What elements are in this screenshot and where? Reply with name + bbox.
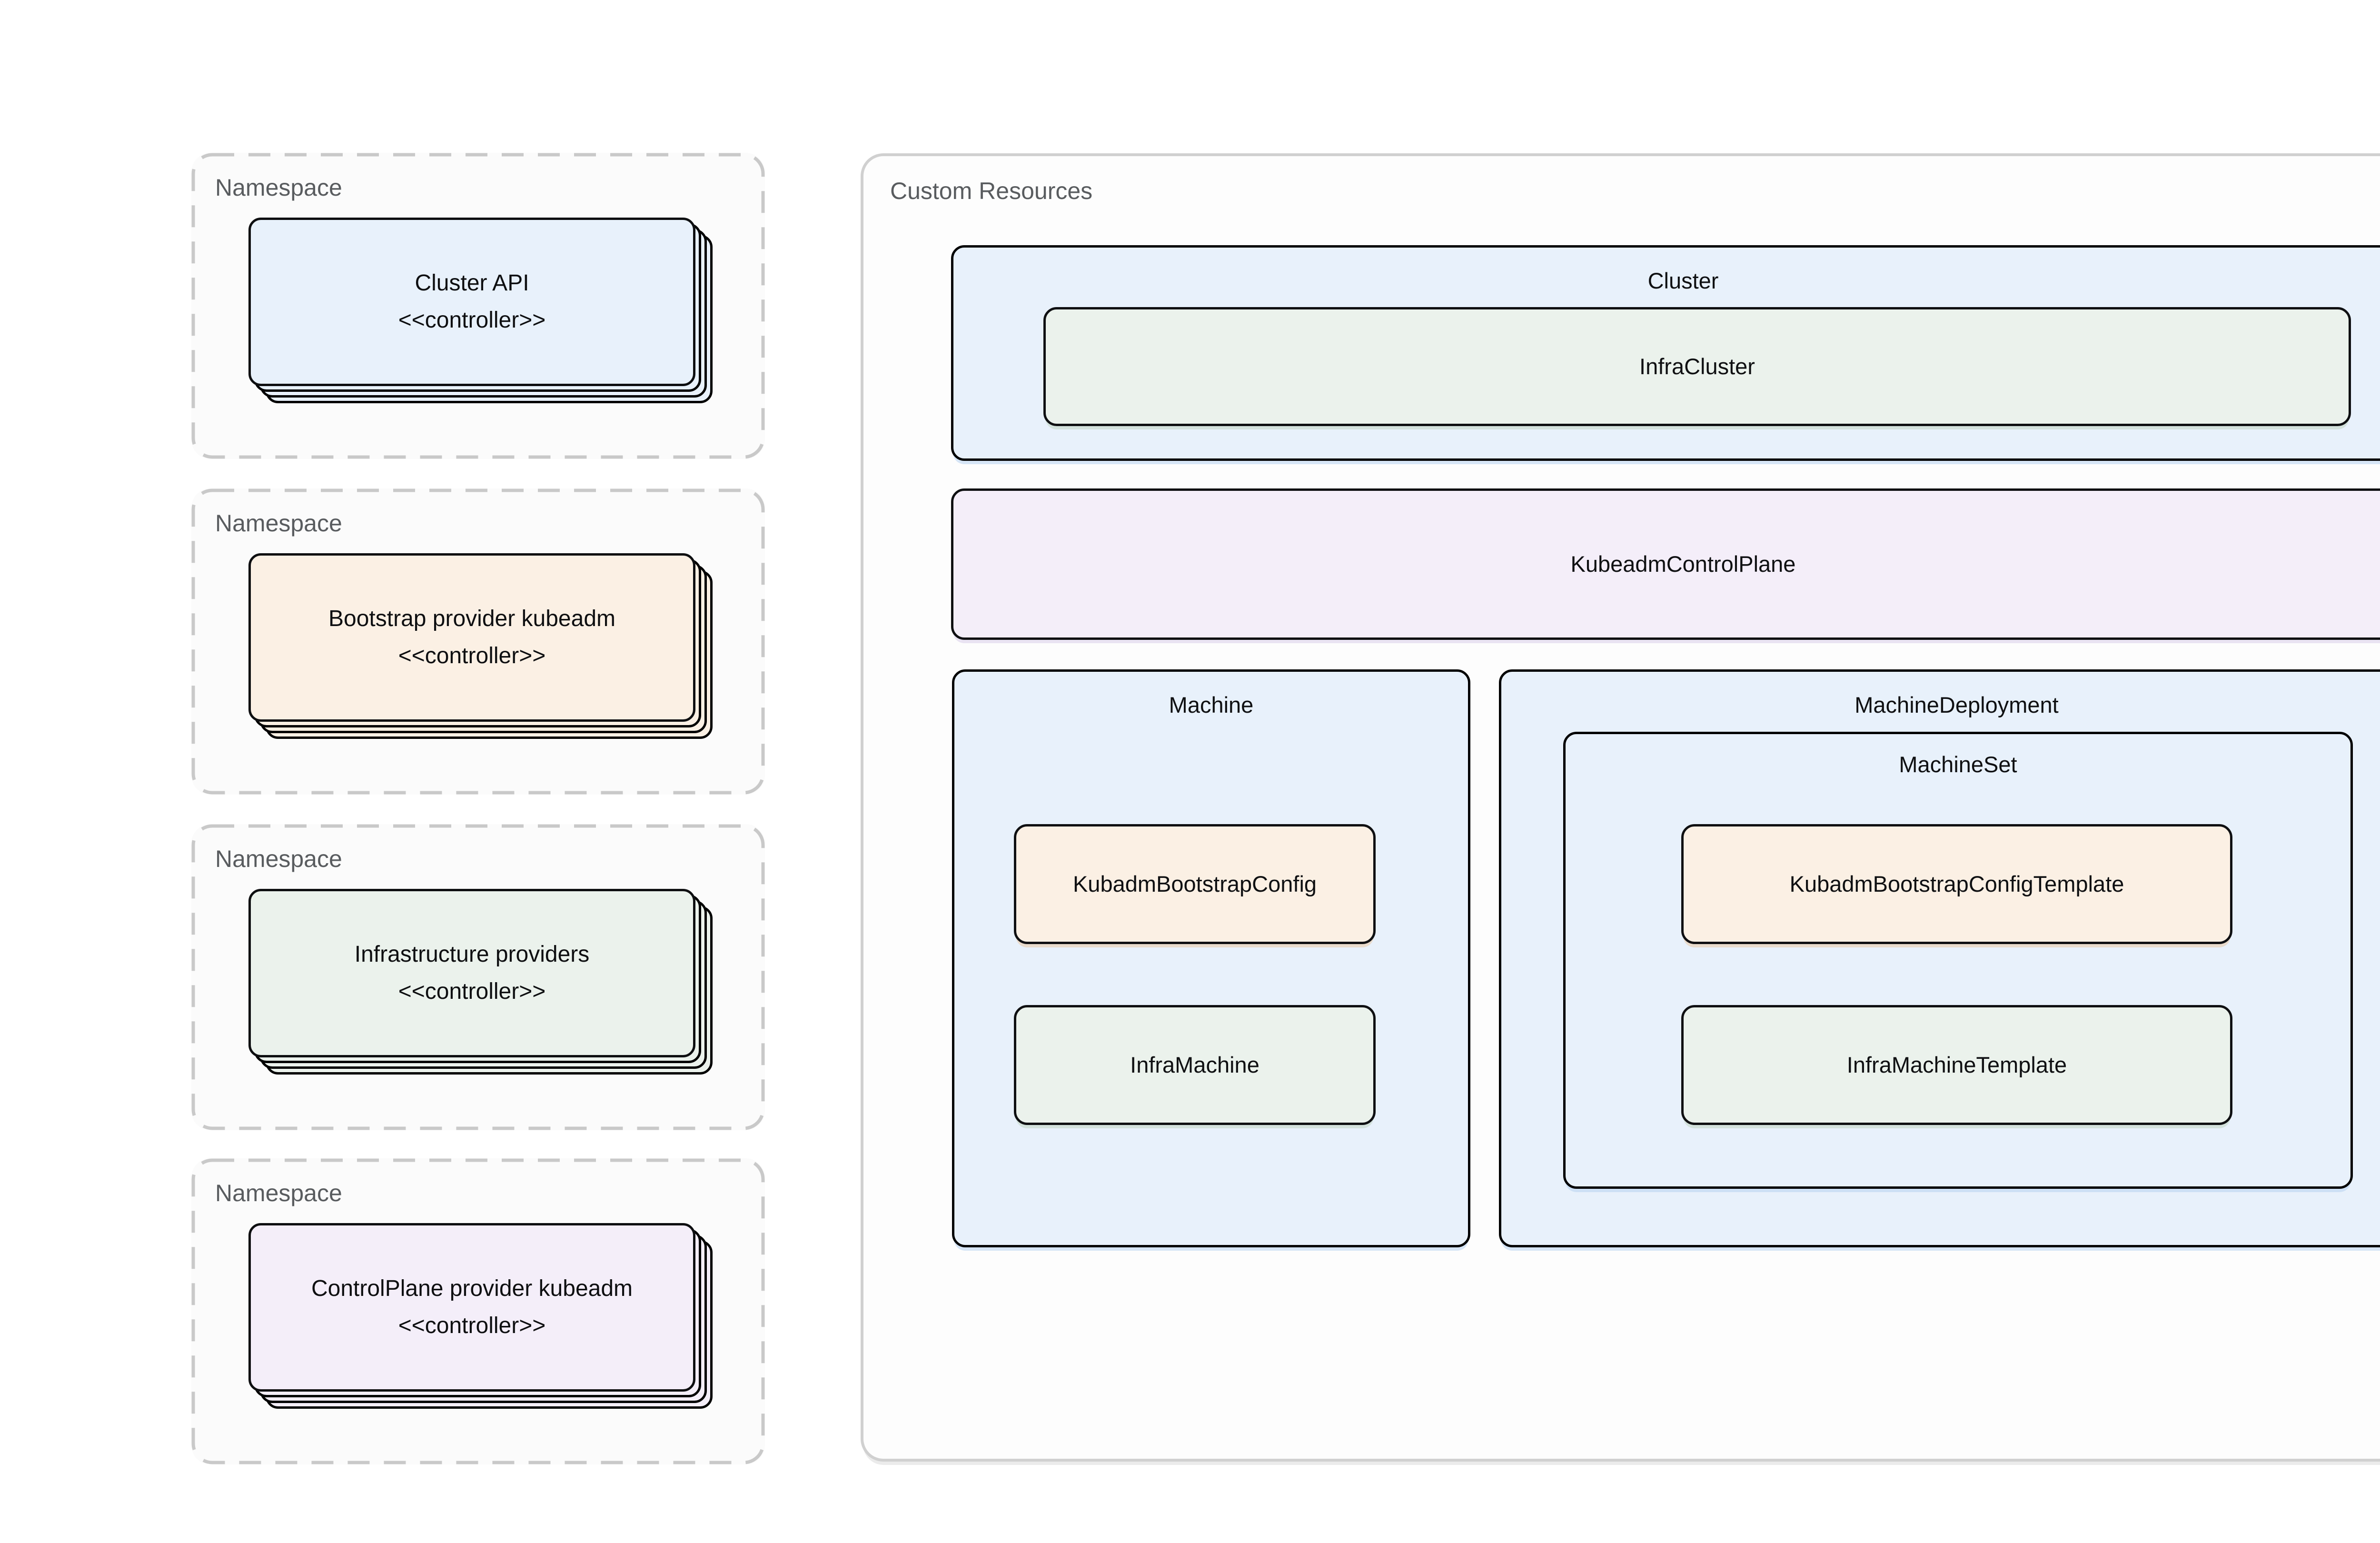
controller-card-title: Infrastructure providers — [354, 942, 590, 967]
infra-machine-template-label: InfraMachineTemplate — [1846, 1052, 2067, 1077]
infra-cluster-label: InfraCluster — [1639, 354, 1755, 379]
controller-card-title: Bootstrap provider kubeadm — [328, 606, 615, 631]
controller-card-stereotype: <<controller>> — [398, 643, 546, 668]
dashed-border — [191, 1158, 765, 1464]
machine-title: Machine — [1169, 692, 1254, 717]
controller-card-title: ControlPlane provider kubeadm — [311, 1276, 633, 1301]
infra-cluster-box: InfraCluster — [1043, 307, 2351, 426]
infra-machine-box: InfraMachine — [1014, 1005, 1376, 1125]
controller-card-stereotype: <<controller>> — [398, 979, 546, 1004]
infra-machine-label: InfraMachine — [1130, 1052, 1259, 1077]
controller-card: Cluster API <<controller>> — [248, 218, 695, 386]
custom-resources-panel: Custom Resources Cluster InfraCluster Ku… — [861, 153, 2380, 1462]
controller-card: ControlPlane provider kubeadm <<controll… — [248, 1223, 695, 1392]
custom-resources-label: Custom Resources — [890, 178, 1093, 204]
namespace-box-controlplane-provider: Namespace ControlPlane provider kubeadm … — [191, 1158, 765, 1464]
kubadm-bootstrap-config-template-box: KubadmBootstrapConfigTemplate — [1681, 824, 2232, 944]
machine-box: Machine KubadmBootstrapConfig InfraMachi… — [952, 669, 1470, 1247]
dashed-border — [191, 488, 765, 795]
controller-card-stack: Cluster API <<controller>> — [248, 218, 713, 403]
controller-card-stereotype: <<controller>> — [398, 1313, 546, 1338]
namespace-label: Namespace — [215, 846, 342, 872]
kubadm-bootstrap-config-box: KubadmBootstrapConfig — [1014, 824, 1376, 944]
namespace-label: Namespace — [215, 1180, 342, 1206]
namespace-box-bootstrap-provider: Namespace Bootstrap provider kubeadm <<c… — [191, 488, 765, 795]
machine-deployment-box: MachineDeployment MachineSet KubadmBoots… — [1499, 669, 2380, 1247]
controller-card: Infrastructure providers <<controller>> — [248, 889, 695, 1057]
namespace-label: Namespace — [215, 174, 342, 201]
cluster-title: Cluster — [1647, 268, 1719, 293]
controller-card-stereotype: <<controller>> — [398, 308, 546, 333]
controller-card: Bootstrap provider kubeadm <<controller>… — [248, 553, 695, 722]
kubeadm-control-plane-box: KubeadmControlPlane — [951, 488, 2380, 640]
dashed-border — [191, 153, 765, 459]
namespace-box-cluster-api: Namespace Cluster API <<controller>> — [191, 153, 765, 459]
controller-card-stack: Infrastructure providers <<controller>> — [248, 889, 713, 1075]
controller-card-stack: ControlPlane provider kubeadm <<controll… — [248, 1223, 713, 1409]
dashed-border — [191, 824, 765, 1130]
machine-deployment-title: MachineDeployment — [1854, 692, 2059, 717]
namespace-box-infrastructure-providers: Namespace Infrastructure providers <<con… — [191, 824, 765, 1130]
controller-card-stack: Bootstrap provider kubeadm <<controller>… — [248, 553, 713, 739]
cluster-box: Cluster InfraCluster — [951, 245, 2380, 461]
machine-set-title: MachineSet — [1899, 752, 2017, 777]
namespace-label: Namespace — [215, 510, 342, 537]
machine-set-box: MachineSet KubadmBootstrapConfigTemplate… — [1563, 732, 2353, 1189]
kubadm-bootstrap-config-label: KubadmBootstrapConfig — [1072, 871, 1317, 896]
infra-machine-template-box: InfraMachineTemplate — [1681, 1005, 2232, 1125]
controller-card-title: Cluster API — [415, 270, 529, 296]
kubeadm-control-plane-label: KubeadmControlPlane — [1570, 551, 1796, 577]
kubadm-bootstrap-config-template-label: KubadmBootstrapConfigTemplate — [1789, 871, 2124, 896]
